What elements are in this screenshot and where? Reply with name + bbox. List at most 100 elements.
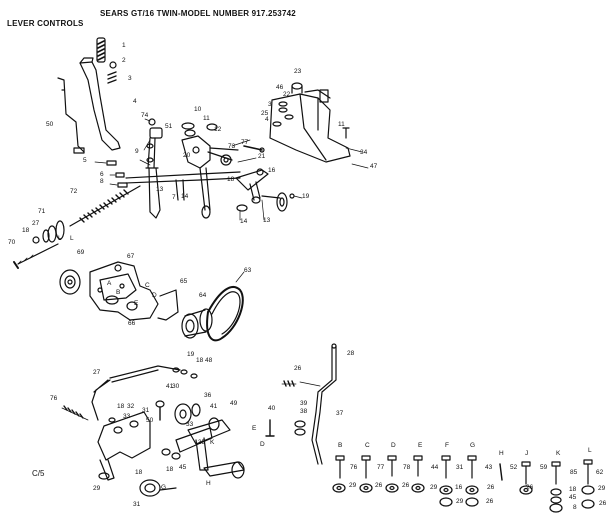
part-callout: 70 bbox=[8, 239, 16, 246]
part-callout: L bbox=[588, 447, 592, 454]
part-callout: E bbox=[252, 425, 257, 432]
section-title: LEVER CONTROLS bbox=[7, 19, 84, 28]
part-callout: 35 bbox=[198, 439, 206, 446]
part-callout: 64 bbox=[199, 292, 207, 299]
part-callout: 12 bbox=[214, 126, 222, 133]
part-callout: 40 bbox=[268, 405, 276, 412]
part-callout: 44 bbox=[431, 464, 439, 471]
part-callout: F bbox=[445, 442, 449, 449]
part-callout: 26 bbox=[294, 365, 302, 372]
part-callout: 78 bbox=[403, 464, 411, 471]
part-callout: 4 bbox=[265, 116, 269, 123]
control-tower-assembly bbox=[243, 82, 369, 169]
part-callout: 19 bbox=[302, 193, 310, 200]
part-callout: 65 bbox=[180, 278, 188, 285]
part-callout: K bbox=[556, 450, 561, 457]
part-callout: 29 bbox=[349, 482, 357, 489]
part-callout: J bbox=[525, 450, 528, 457]
part-callout: 18 bbox=[117, 403, 125, 410]
part-callout: 28 bbox=[347, 350, 355, 357]
part-callout: E bbox=[418, 442, 423, 449]
part-callout: 13 bbox=[156, 186, 164, 193]
part-callout: D bbox=[152, 292, 157, 299]
part-callout: 32 bbox=[127, 403, 135, 410]
part-callout: 62 bbox=[596, 469, 604, 476]
part-callout: B bbox=[338, 442, 342, 449]
pivot-bracket-assembly bbox=[125, 122, 257, 219]
part-callout: K bbox=[210, 439, 215, 446]
part-callout: 66 bbox=[128, 320, 136, 327]
part-callout: 5 bbox=[83, 157, 87, 164]
part-callout: 2 bbox=[122, 57, 126, 64]
part-callout: 26 bbox=[526, 484, 534, 491]
part-callout: C bbox=[145, 282, 150, 289]
part-callout: 31 bbox=[142, 407, 150, 414]
part-callout: 34 bbox=[360, 149, 368, 156]
part-callout: 77 bbox=[241, 139, 249, 146]
page-code: C/5 bbox=[32, 469, 45, 478]
part-callout: 30 bbox=[172, 383, 180, 390]
part-callout: 26 bbox=[402, 482, 410, 489]
part-callout: B bbox=[116, 289, 120, 296]
part-callout: 52 bbox=[510, 464, 518, 471]
part-callout: 25 bbox=[261, 110, 269, 117]
part-callout: 3 bbox=[268, 101, 272, 108]
part-callout: 37 bbox=[336, 410, 344, 417]
part-callout: 85 bbox=[570, 469, 578, 476]
part-callout: 47 bbox=[370, 163, 378, 170]
part-callout: 18 bbox=[196, 357, 204, 364]
part-callout: 19 bbox=[187, 351, 195, 358]
part-callout: 51 bbox=[165, 123, 173, 130]
part-callout: 45 bbox=[569, 494, 577, 501]
part-callout: 1 bbox=[122, 42, 126, 49]
part-callout: 50 bbox=[146, 417, 154, 424]
part-callout: G bbox=[470, 442, 475, 449]
part-callout: 31 bbox=[133, 501, 141, 508]
part-callout: 43 bbox=[485, 464, 493, 471]
part-callout: 50 bbox=[46, 121, 54, 128]
part-callout: 29 bbox=[598, 485, 606, 492]
part-callout: 76 bbox=[50, 395, 58, 402]
part-callout: 76 bbox=[350, 464, 358, 471]
part-callout: A bbox=[107, 280, 112, 287]
part-callout: 21 bbox=[258, 153, 266, 160]
part-callout: 71 bbox=[38, 208, 46, 215]
part-callout: 7 bbox=[172, 194, 176, 201]
part-callout: 18 bbox=[227, 176, 235, 183]
part-callout: 29 bbox=[456, 498, 464, 505]
control-rod-assembly bbox=[265, 343, 337, 465]
part-callout: 74 bbox=[141, 112, 149, 119]
part-callout: 31 bbox=[456, 464, 464, 471]
part-callout: 38 bbox=[300, 408, 308, 415]
part-callout: 26 bbox=[375, 482, 383, 489]
part-callout: 18 bbox=[135, 469, 143, 476]
part-callout: 67 bbox=[127, 253, 135, 260]
part-callout: 11 bbox=[338, 121, 345, 128]
part-callout: 8 bbox=[100, 178, 104, 185]
part-callout: 63 bbox=[244, 267, 252, 274]
part-callout: 9 bbox=[135, 148, 139, 155]
part-callout: 26 bbox=[599, 500, 607, 507]
part-callout: 29 bbox=[93, 485, 101, 492]
part-callout: 69 bbox=[77, 249, 85, 256]
lift-lever-assembly bbox=[57, 37, 156, 188]
part-callout: H bbox=[206, 480, 211, 487]
part-callout: 49 bbox=[230, 400, 238, 407]
part-callout: 41 bbox=[210, 403, 218, 410]
part-callout: 39 bbox=[300, 400, 308, 407]
part-callout: D bbox=[391, 442, 396, 449]
part-callout: E bbox=[134, 300, 139, 307]
part-callout: 4 bbox=[133, 98, 137, 105]
part-callout: 6 bbox=[100, 171, 104, 178]
part-callout: 72 bbox=[70, 188, 78, 195]
part-callout: 33 bbox=[186, 421, 194, 428]
part-callout: 27 bbox=[93, 369, 101, 376]
part-callout: G bbox=[161, 484, 166, 491]
part-callout: 18 bbox=[22, 227, 30, 234]
lower-linkage-assembly bbox=[61, 365, 245, 497]
part-callout: 59 bbox=[540, 464, 548, 471]
part-callout: H bbox=[499, 450, 504, 457]
